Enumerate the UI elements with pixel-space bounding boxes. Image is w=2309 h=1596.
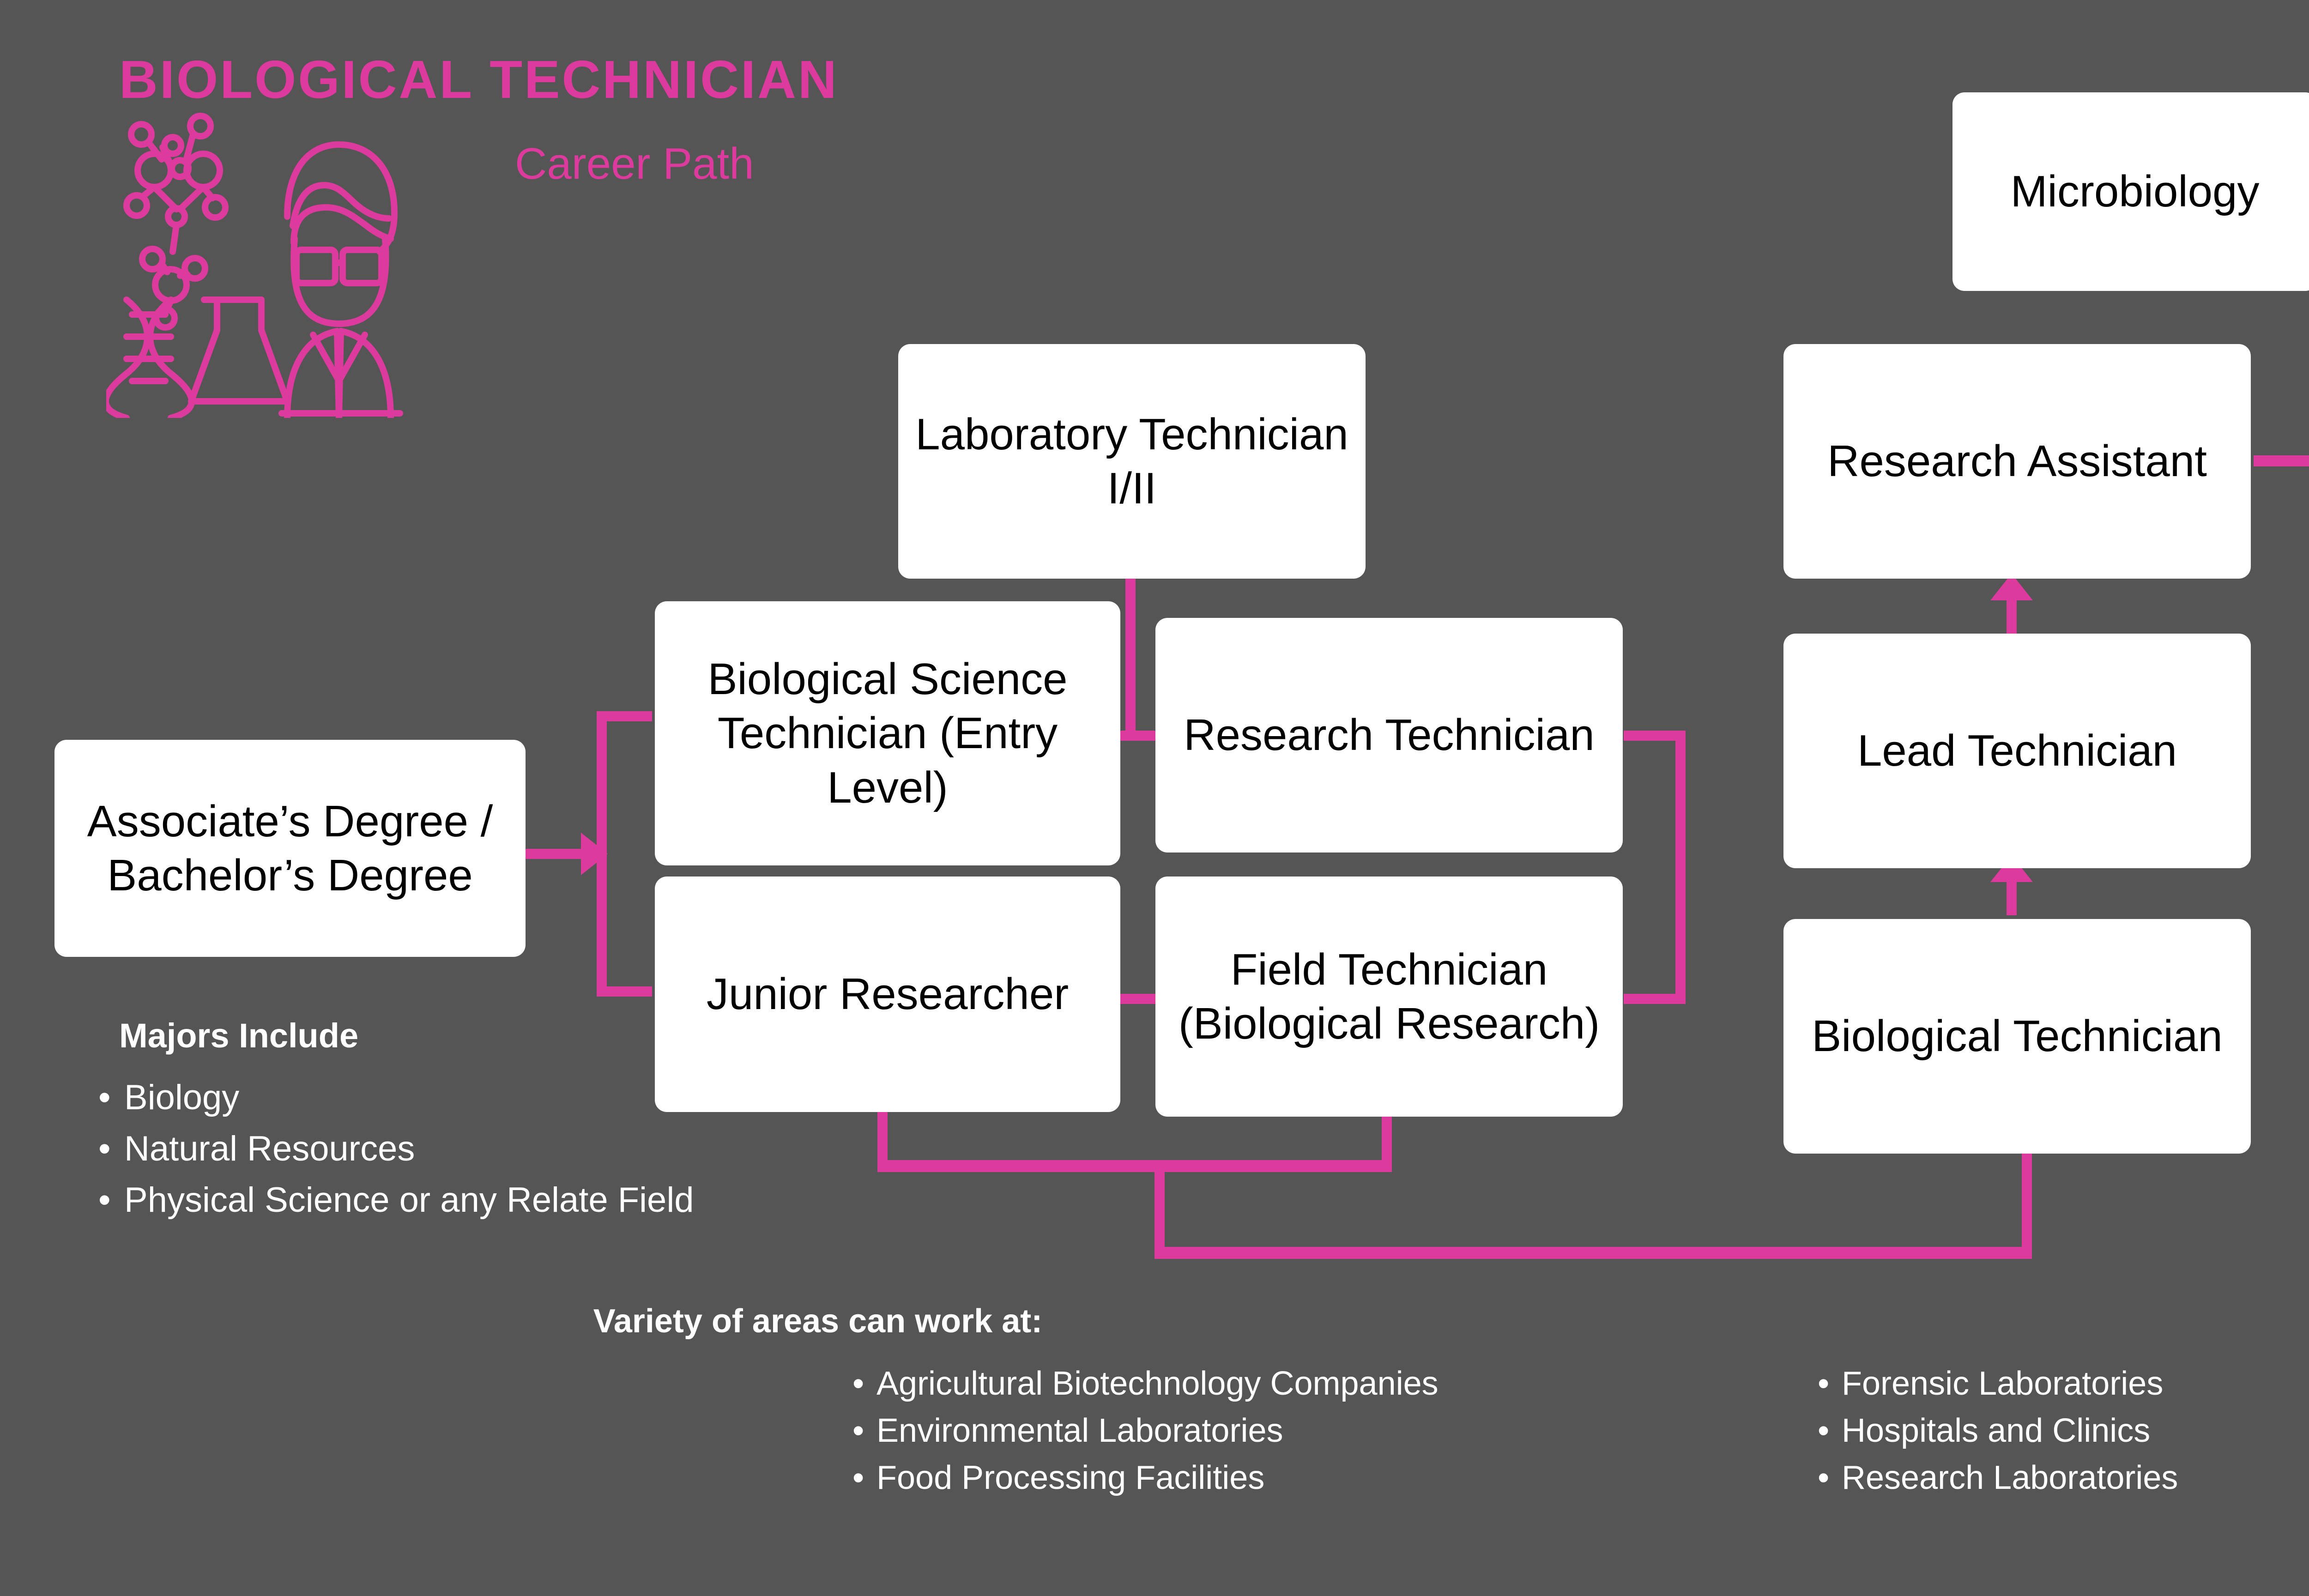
node-lab-technician[interactable]: Laboratory Technician I/II xyxy=(898,344,1366,579)
connector-bottom-rail-lower xyxy=(1154,1247,2032,1259)
connector-bottom-left-v xyxy=(877,1108,888,1165)
list-item: Hospitals and Clinics xyxy=(1815,1407,2309,1454)
connector-bottom-mid-v xyxy=(1382,1108,1392,1165)
node-biological-technician[interactable]: Biological Technician xyxy=(1783,919,2251,1154)
list-item: Biology xyxy=(98,1074,694,1122)
page-title: BIOLOGICAL TECHNICIAN xyxy=(119,49,839,109)
connector-labtech-down xyxy=(1125,577,1136,734)
list-item: Environmental Laboratories xyxy=(850,1407,1773,1454)
list-item: Research Laboratories xyxy=(1815,1454,2309,1501)
node-biological-science-technician[interactable]: Biological Science Technician (Entry Lev… xyxy=(655,601,1120,865)
list-item: Natural Resources xyxy=(98,1125,694,1173)
connector-right-bracket-bottom xyxy=(1624,994,1686,1004)
node-microbiology[interactable]: Microbiology xyxy=(1952,92,2309,291)
list-item: Forensic Laboratories xyxy=(1815,1360,2309,1407)
node-lead-technician[interactable]: Lead Technician xyxy=(1783,634,2251,868)
node-research-technician[interactable]: Research Technician xyxy=(1155,618,1623,852)
node-field-technician[interactable]: Field Technician (Biological Research) xyxy=(1155,877,1623,1117)
connector-leadtech-to-researchassistant xyxy=(2007,596,2017,634)
variety-list-left: Agricultural Biotechnology Companies Env… xyxy=(850,1360,1773,1502)
majors-list: Biology Natural Resources Physical Scien… xyxy=(81,1074,694,1227)
connector-entry-bracket-top xyxy=(597,711,652,721)
connector-junior-to-fieldtech xyxy=(1113,994,1164,1004)
arrow-degree-to-entry xyxy=(581,833,608,875)
list-item: Physical Science or any Relate Field xyxy=(98,1176,694,1225)
connector-right-bracket-v xyxy=(1675,731,1686,1004)
variety-heading: Variety of areas can work at: xyxy=(0,1302,2309,1340)
connector-bottom-rise-v xyxy=(2022,1145,2032,1259)
node-entry-degree[interactable]: Associate’s Degree / Bachelor’s Degree xyxy=(54,740,526,957)
connector-biotech-to-leadtech xyxy=(2007,877,2017,915)
node-research-assistant[interactable]: Research Assistant xyxy=(1783,344,2251,579)
connector-entry-bracket-bottom xyxy=(597,986,652,997)
connector-bottom-drop-v xyxy=(1154,1160,1165,1258)
node-junior-researcher[interactable]: Junior Researcher xyxy=(655,877,1120,1112)
connector-right-bracket-top xyxy=(1624,731,1686,741)
scientist-molecule-flask-dna-icon xyxy=(103,104,485,421)
page-subtitle: Career Path xyxy=(515,139,754,188)
list-item: Food Processing Facilities xyxy=(850,1454,1773,1501)
majors-heading: Majors Include xyxy=(119,1016,359,1055)
variety-heading-text: Variety of areas can work at: xyxy=(593,1303,1043,1340)
connector-bottom-rail-upper xyxy=(877,1160,1392,1172)
variety-list-right: Forensic Laboratories Hospitals and Clin… xyxy=(1815,1360,2309,1502)
connector-researchassistant-to-specialization xyxy=(2254,455,2309,466)
list-item: Agricultural Biotechnology Companies xyxy=(850,1360,1773,1407)
connector-degree-to-entry-h xyxy=(522,849,582,859)
